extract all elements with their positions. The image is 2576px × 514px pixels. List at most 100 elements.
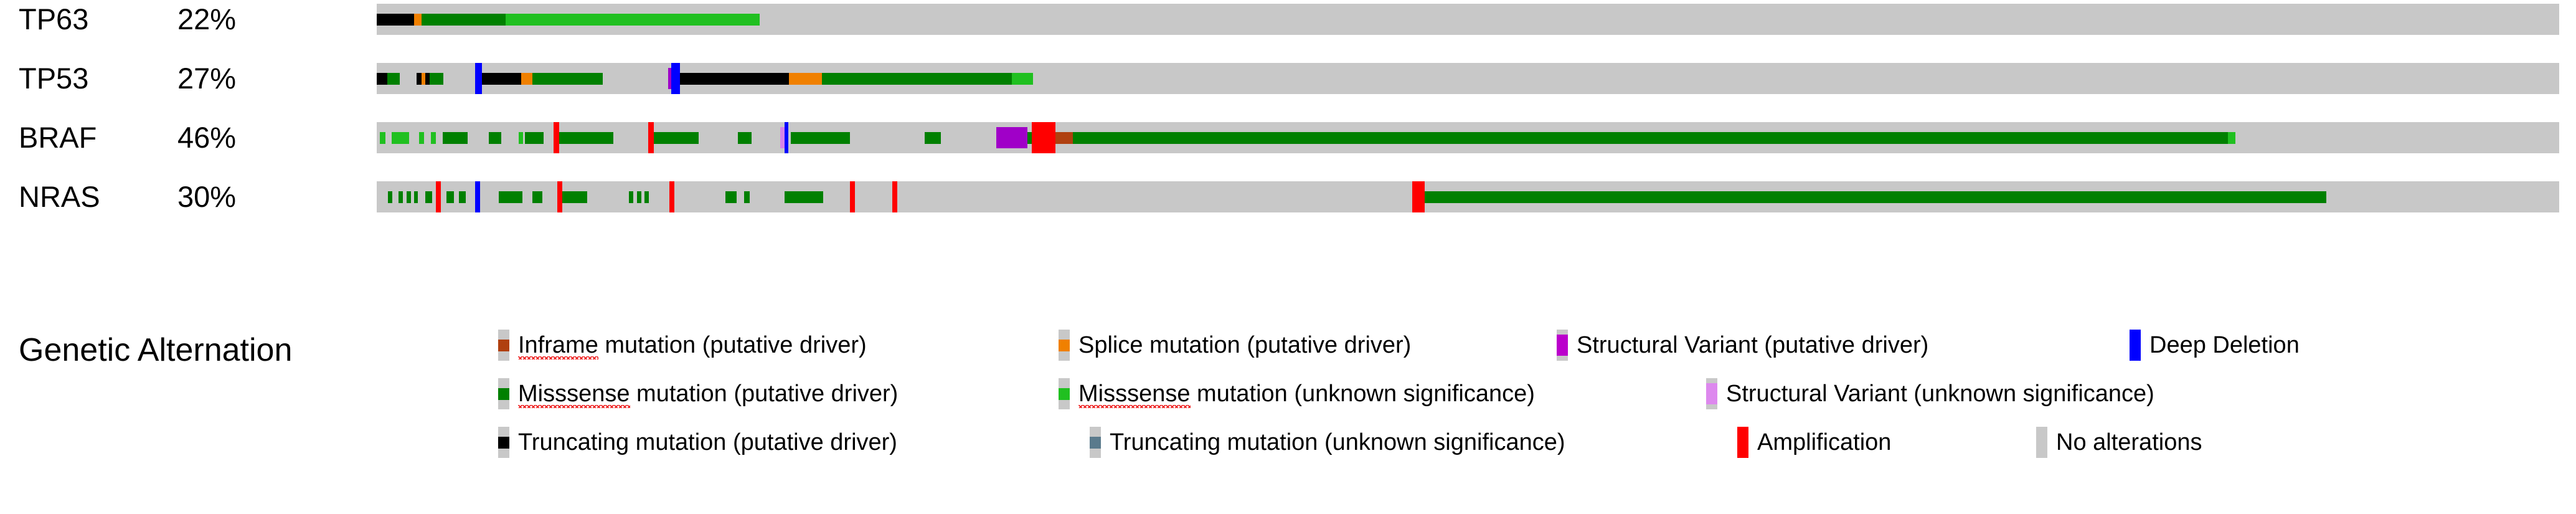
legend-item[interactable]: Amplification <box>1737 418 1891 467</box>
legend-label: Deep Deletion <box>2149 332 2300 358</box>
alteration-missense-driver[interactable] <box>791 132 850 144</box>
alteration-missense-driver[interactable] <box>744 191 750 203</box>
alteration-amplification[interactable] <box>648 122 654 153</box>
gene-label-nras[interactable]: NRAS <box>19 180 100 213</box>
legend-label: Truncating mutation (putative driver) <box>518 429 897 455</box>
alteration-missense-driver[interactable] <box>532 73 603 85</box>
alteration-track-nras[interactable] <box>377 181 2559 212</box>
legend-label: Splice mutation (putative driver) <box>1078 332 1412 358</box>
gene-percent-nras: 30% <box>177 180 237 213</box>
alteration-missense-unknown[interactable] <box>1012 73 1033 85</box>
legend-label: Truncating mutation (unknown significanc… <box>1110 429 1565 455</box>
legend-label: Inframe mutation (putative driver) <box>518 321 867 369</box>
alteration-missense-driver[interactable] <box>407 191 411 203</box>
alteration-missense-unknown[interactable] <box>431 132 436 144</box>
alteration-truncating-driver[interactable] <box>482 73 521 85</box>
alteration-truncating-driver[interactable] <box>680 73 789 85</box>
alteration-missense-driver[interactable] <box>532 191 542 203</box>
legend-swatch-icon <box>1090 427 1101 458</box>
alteration-missense-driver[interactable] <box>499 191 522 203</box>
legend-item[interactable]: Splice mutation (putative driver) <box>1059 321 1411 369</box>
alteration-deep-deletion[interactable] <box>475 181 480 212</box>
alteration-amplification[interactable] <box>669 181 674 212</box>
legend-item[interactable]: Deep Deletion <box>2130 321 2300 369</box>
alteration-splice-driver[interactable] <box>521 73 532 85</box>
gene-label-tp53[interactable]: TP53 <box>19 62 89 95</box>
legend-swatch-fill <box>498 340 509 351</box>
legend-row: Inframe mutation (putative driver) Splice… <box>498 321 2572 369</box>
alteration-missense-driver[interactable] <box>387 73 400 85</box>
alteration-missense-driver[interactable] <box>644 191 649 203</box>
alteration-missense-driver[interactable] <box>637 191 641 203</box>
alteration-splice-driver[interactable] <box>422 73 425 85</box>
legend-item[interactable]: Truncating mutation (putative driver) <box>498 418 897 467</box>
alteration-amplification[interactable] <box>557 181 562 212</box>
alteration-amplification[interactable] <box>1412 181 1425 212</box>
alteration-truncating-driver[interactable] <box>377 14 414 26</box>
alteration-missense-driver[interactable] <box>654 132 699 144</box>
alteration-missense-unknown[interactable] <box>519 132 523 144</box>
gene-percent-braf: 46% <box>177 121 237 154</box>
alteration-structural-variant-driver[interactable] <box>668 68 674 89</box>
legend-item[interactable]: Structural Variant (unknown significance… <box>1706 369 2154 418</box>
alteration-missense-driver[interactable] <box>425 191 432 203</box>
legend-swatch-icon <box>2036 427 2047 458</box>
alteration-track-tp53[interactable] <box>377 63 2559 94</box>
alteration-missense-unknown[interactable] <box>2228 132 2235 144</box>
alteration-truncating-driver[interactable] <box>417 73 422 85</box>
gene-label-tp63[interactable]: TP63 <box>19 2 89 36</box>
alteration-missense-driver[interactable] <box>725 191 737 203</box>
alteration-track-tp63[interactable] <box>377 4 2559 35</box>
alteration-missense-driver[interactable] <box>1425 191 2326 203</box>
legend-item[interactable]: No alterations <box>2036 418 2202 467</box>
alteration-missense-driver[interactable] <box>388 191 392 203</box>
alteration-splice-driver[interactable] <box>789 73 822 85</box>
alteration-amplification[interactable] <box>892 181 897 212</box>
alteration-missense-unknown[interactable] <box>506 14 760 26</box>
legend-item[interactable]: Misssense mutation (unknown significance… <box>1059 369 1535 418</box>
alteration-missense-driver[interactable] <box>785 191 823 203</box>
alteration-missense-driver[interactable] <box>489 132 501 144</box>
alteration-missense-unknown[interactable] <box>419 132 424 144</box>
alteration-missense-driver[interactable] <box>422 14 506 26</box>
alteration-amplification[interactable] <box>436 181 441 212</box>
alteration-missense-driver[interactable] <box>399 191 403 203</box>
legend-item[interactable]: Structural Variant (putative driver) <box>1557 321 1928 369</box>
alteration-missense-driver[interactable] <box>1073 132 2228 144</box>
gene-label-braf[interactable]: BRAF <box>19 121 97 154</box>
alteration-deep-deletion[interactable] <box>475 63 482 94</box>
alteration-amplification[interactable] <box>850 181 855 212</box>
legend-swatch-icon <box>1557 330 1568 361</box>
alteration-missense-driver[interactable] <box>443 132 468 144</box>
alteration-structural-variant-unknown[interactable] <box>780 127 785 148</box>
alteration-missense-driver[interactable] <box>446 191 454 203</box>
alteration-missense-driver[interactable] <box>559 132 613 144</box>
alteration-deep-deletion[interactable] <box>785 122 788 153</box>
alteration-splice-driver[interactable] <box>414 14 422 26</box>
alteration-missense-driver[interactable] <box>562 191 587 203</box>
alteration-missense-unknown[interactable] <box>392 132 409 144</box>
alteration-missense-driver[interactable] <box>414 191 418 203</box>
alteration-deep-deletion[interactable] <box>671 63 680 94</box>
alteration-missense-driver[interactable] <box>738 132 752 144</box>
alteration-truncating-driver[interactable] <box>425 73 430 85</box>
legend-item[interactable]: Truncating mutation (unknown significanc… <box>1090 418 1565 467</box>
alteration-missense-driver[interactable] <box>822 73 1012 85</box>
misspelled-word: Misssense <box>518 369 630 418</box>
alteration-amplification[interactable] <box>554 122 559 153</box>
legend-item[interactable]: Misssense mutation (putative driver) <box>498 369 898 418</box>
alteration-truncating-driver[interactable] <box>377 73 387 85</box>
alteration-missense-driver[interactable] <box>629 191 633 203</box>
gene-row: NRAS 30% <box>0 178 2576 216</box>
legend-swatch-icon <box>1706 378 1717 409</box>
alteration-missense-driver[interactable] <box>430 73 443 85</box>
alteration-missense-driver[interactable] <box>459 191 466 203</box>
alteration-structural-variant-driver[interactable] <box>996 127 1027 148</box>
alteration-amplification[interactable] <box>1032 122 1055 153</box>
alteration-missense-driver[interactable] <box>925 132 941 144</box>
legend-item[interactable]: Inframe mutation (putative driver) <box>498 321 867 369</box>
alteration-inframe-driver[interactable] <box>1055 132 1073 144</box>
alteration-missense-driver[interactable] <box>525 132 544 144</box>
alteration-missense-unknown[interactable] <box>380 132 385 144</box>
alteration-track-braf[interactable] <box>377 122 2559 153</box>
